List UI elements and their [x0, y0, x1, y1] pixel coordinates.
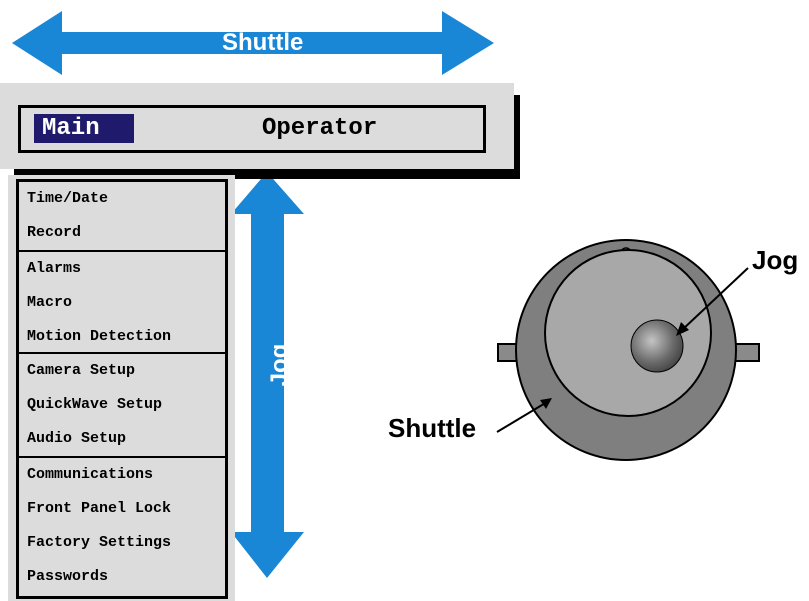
jog-wheel: [544, 249, 712, 417]
menu-item-alarms[interactable]: Alarms: [27, 260, 82, 277]
menu-item-main[interactable]: Main: [34, 114, 134, 143]
menu-item-front-panel-lock[interactable]: Front Panel Lock: [27, 500, 172, 517]
shuttle-double-arrow: [12, 11, 494, 75]
menu-item-time-date[interactable]: Time/Date: [27, 190, 109, 207]
menu-item-communications[interactable]: Communications: [27, 466, 154, 483]
jog-callout-arrowhead: [676, 322, 689, 336]
menu-item-motion-detection[interactable]: Motion Detection: [27, 328, 172, 345]
jog-callout-line: [681, 267, 749, 331]
jog-shuttle-dial: [497, 239, 760, 461]
menu-item-camera-setup[interactable]: Camera Setup: [27, 362, 136, 379]
menu-group-4: Communications Front Panel Lock Factory …: [19, 456, 225, 594]
shuttle-callout-line: [496, 401, 548, 433]
menu-item-macro[interactable]: Macro: [27, 294, 73, 311]
menu-item-record[interactable]: Record: [27, 224, 82, 241]
shuttle-arrow-label: Shuttle: [222, 29, 304, 56]
menu-item-factory-settings[interactable]: Factory Settings: [27, 534, 172, 551]
menu-item-passwords[interactable]: Passwords: [27, 568, 109, 585]
menu-item-audio-setup[interactable]: Audio Setup: [27, 430, 127, 447]
jog-arrow-label: Jog: [266, 343, 293, 387]
jog-knob: [630, 319, 684, 373]
jog-double-arrow: [231, 172, 304, 578]
menu-item-quickwave-setup[interactable]: QuickWave Setup: [27, 396, 163, 413]
menu-group-2: Alarms Macro Motion Detection: [19, 250, 225, 354]
menu-item-operator[interactable]: Operator: [262, 115, 378, 142]
jog-callout-label: Jog: [752, 245, 799, 275]
shuttle-callout-arrowhead: [540, 398, 552, 409]
menu-group-3: Camera Setup QuickWave Setup Audio Setup: [19, 352, 225, 456]
side-menu: Time/Date Record Alarms Macro Motion Det…: [16, 179, 228, 599]
menu-group-1: Time/Date Record: [19, 182, 225, 250]
shuttle-callout-label: Shuttle: [388, 413, 477, 443]
